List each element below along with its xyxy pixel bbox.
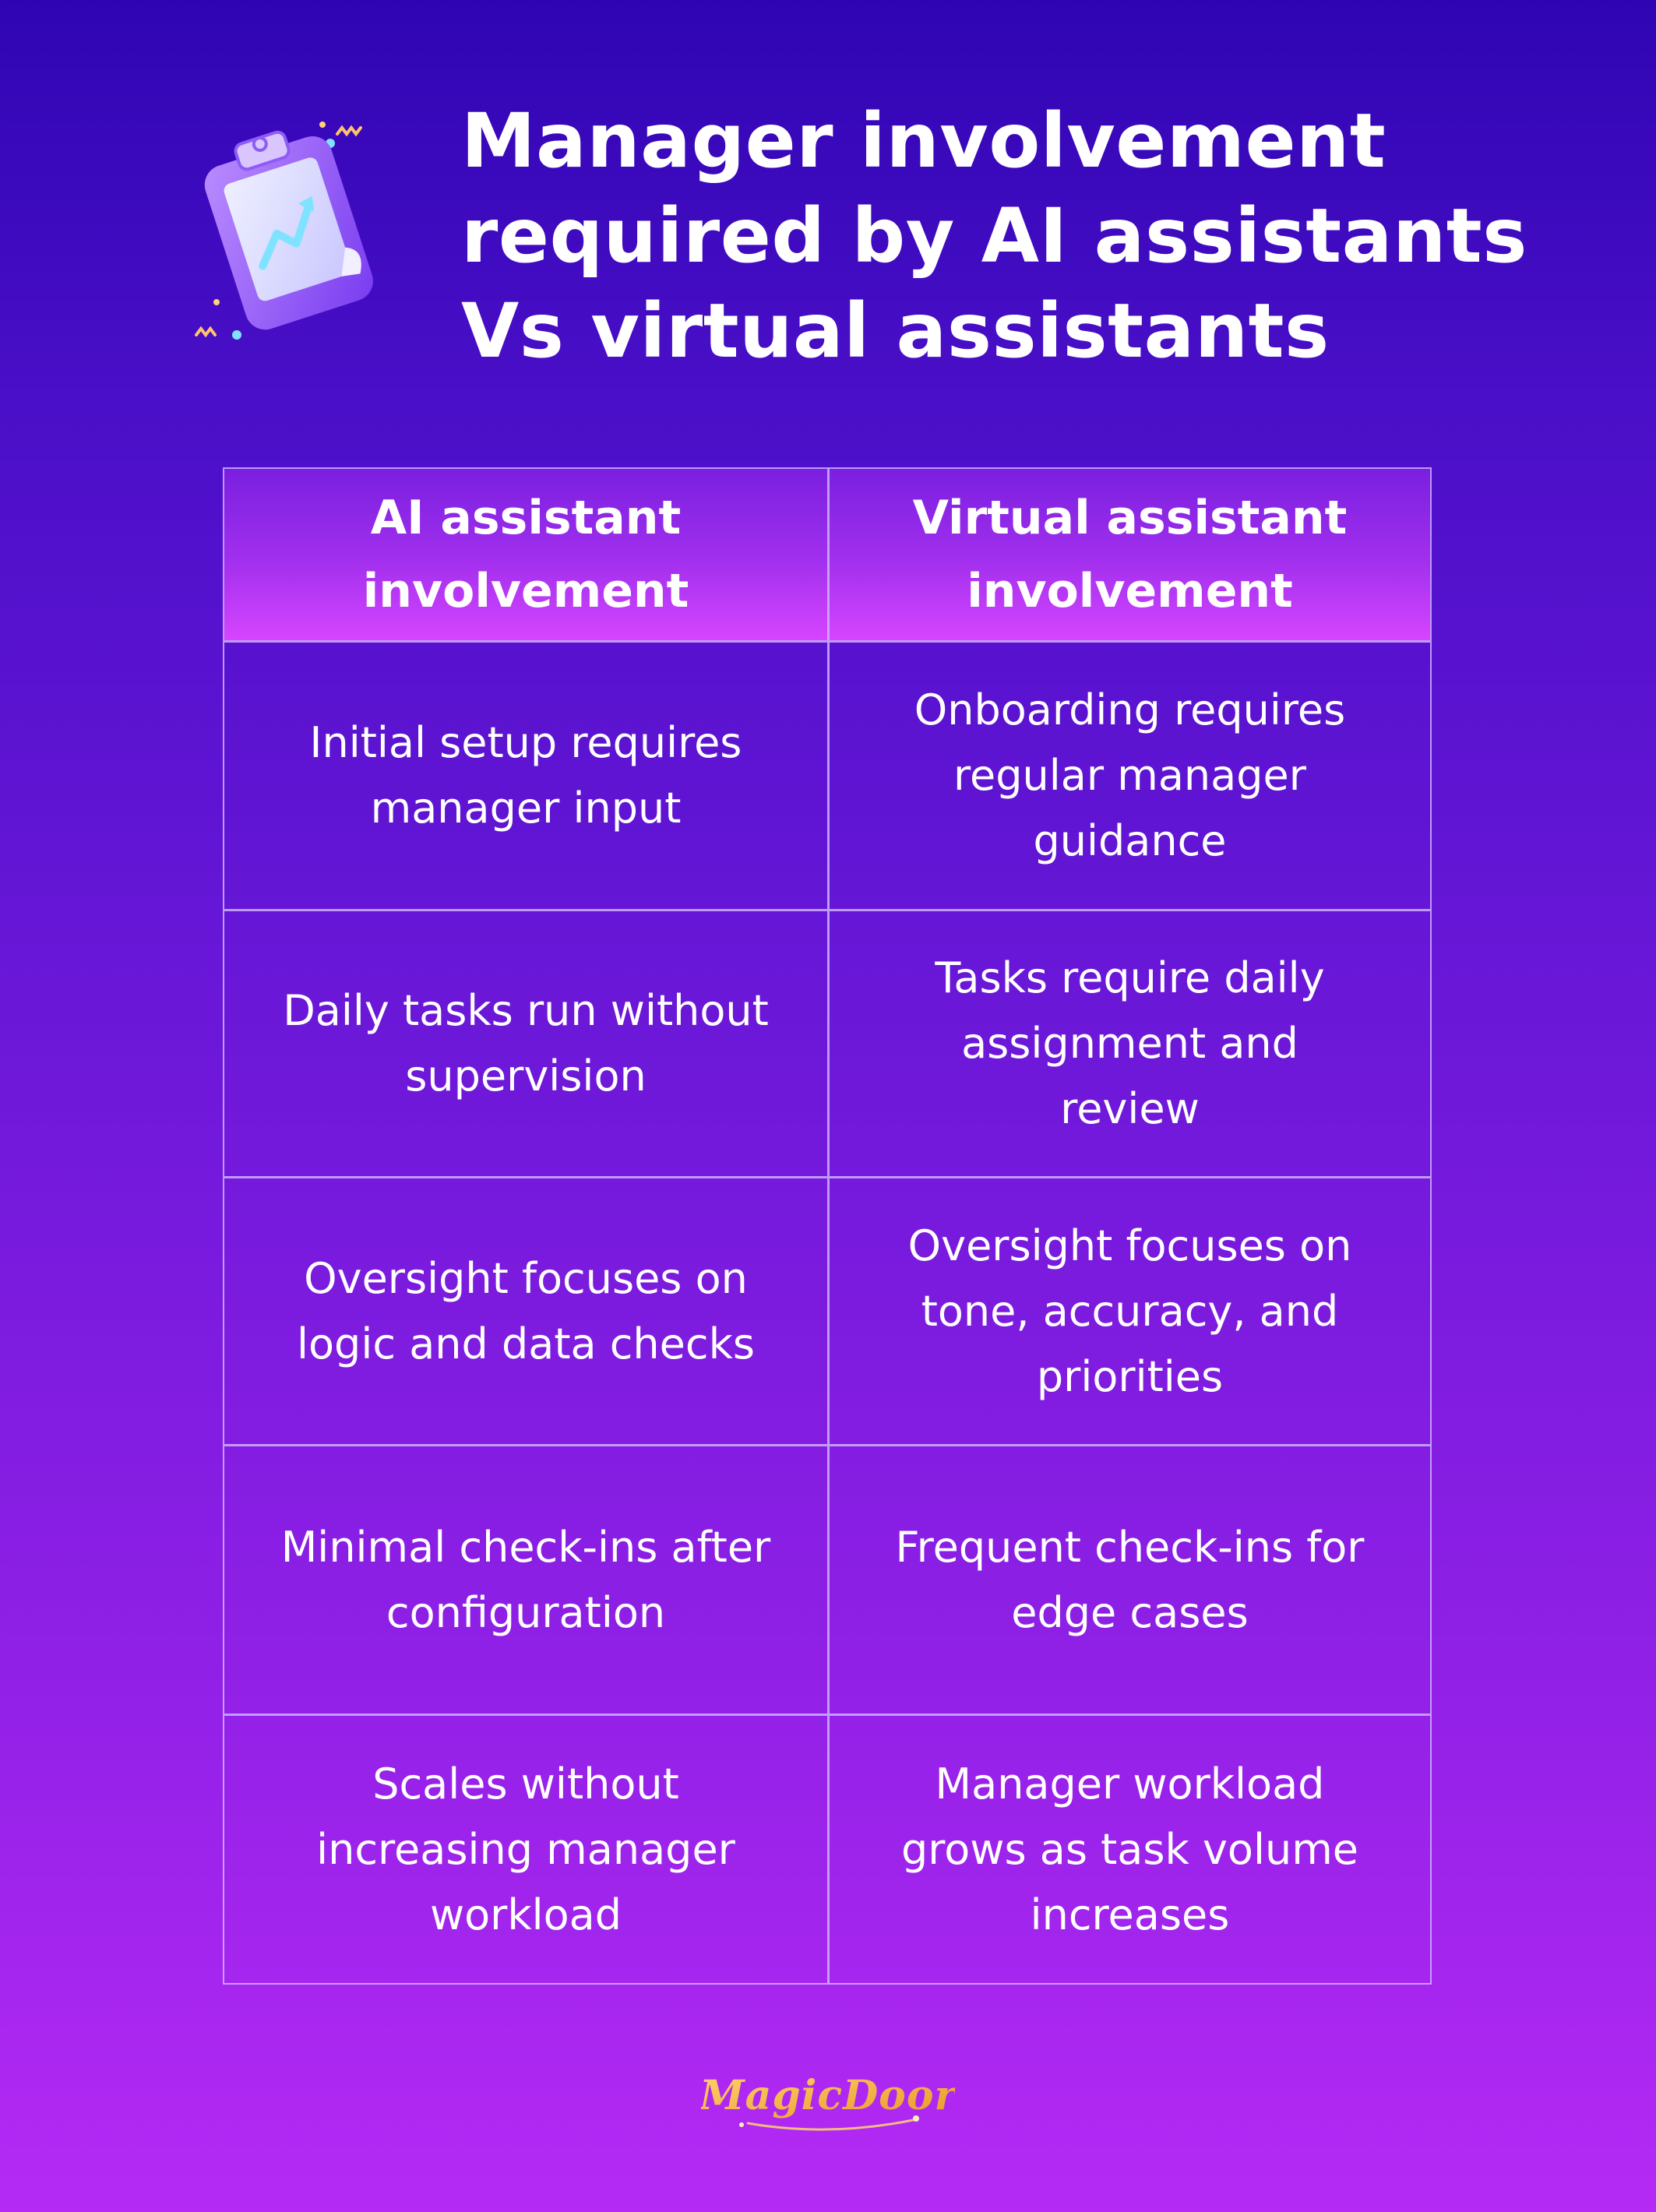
cell-text: Frequent check-ins for — [895, 1522, 1365, 1572]
cell-text: Oversight focuses on — [304, 1253, 748, 1303]
table-header-row: AI assistant involvement Virtual assista… — [224, 469, 1430, 643]
table-cell-va: Onboarding requires regular manager guid… — [827, 643, 1430, 909]
cell-text: review — [1060, 1084, 1200, 1133]
title-line: Vs virtual assistants — [461, 287, 1330, 375]
cell-text: regular manager — [953, 751, 1306, 800]
cell-text: guidance — [1033, 816, 1227, 865]
title-line: Manager involvement — [461, 97, 1386, 185]
comparison-table: AI assistant involvement Virtual assista… — [223, 467, 1432, 1985]
cell-text: workload — [429, 1890, 622, 1939]
table-row: Daily tasks run without supervision Task… — [224, 911, 1430, 1178]
table-cell-ai: Initial setup requires manager input — [224, 643, 827, 909]
table-cell-va: Oversight focuses on tone, accuracy, and… — [827, 1178, 1430, 1444]
table-cell-va: Manager workload grows as task volume in… — [827, 1716, 1430, 1983]
header-text: involvement — [362, 564, 689, 618]
cell-text: manager input — [370, 784, 682, 833]
cell-text: grows as task volume — [900, 1824, 1359, 1874]
page-title: Manager involvement required by AI assis… — [461, 93, 1527, 379]
svg-text:MagicDoor: MagicDoor — [701, 2072, 955, 2119]
cell-text: Tasks require daily — [935, 953, 1325, 1002]
table-row: Minimal check-ins after configuration Fr… — [224, 1446, 1430, 1716]
column-header-virtual-assistant: Virtual assistant involvement — [827, 469, 1430, 640]
cell-text: edge cases — [1011, 1587, 1249, 1637]
table-row: Initial setup requires manager input Onb… — [224, 643, 1430, 911]
cell-text: increasing manager — [316, 1824, 735, 1874]
cell-text: Manager workload — [935, 1759, 1325, 1809]
cell-text: logic and data checks — [297, 1319, 755, 1368]
clipboard-chart-icon — [195, 122, 373, 340]
table-cell-va: Frequent check-ins for edge cases — [827, 1446, 1430, 1714]
table-cell-ai: Scales without increasing manager worklo… — [224, 1716, 827, 1983]
header-text: Virtual assistant — [912, 491, 1348, 545]
cell-text: assignment and — [961, 1019, 1298, 1068]
cell-text: Initial setup requires — [309, 718, 742, 767]
cell-text: Scales without — [372, 1759, 679, 1809]
table-cell-ai: Oversight focuses on logic and data chec… — [224, 1178, 827, 1444]
column-header-ai-assistant: AI assistant involvement — [224, 469, 827, 640]
cell-text: supervision — [405, 1051, 647, 1101]
cell-text: increases — [1030, 1890, 1230, 1939]
cell-text: configuration — [386, 1587, 666, 1637]
table-row: Scales without increasing manager worklo… — [224, 1716, 1430, 1983]
cell-text: priorities — [1036, 1351, 1224, 1401]
table-cell-ai: Minimal check-ins after configuration — [224, 1446, 827, 1714]
header-text: involvement — [967, 564, 1293, 618]
title-line: required by AI assistants — [461, 192, 1527, 280]
cell-text: Daily tasks run without — [283, 986, 769, 1035]
cell-text: Minimal check-ins after — [280, 1522, 771, 1572]
cell-text: tone, accuracy, and — [921, 1286, 1339, 1336]
header-text: AI assistant — [370, 491, 682, 545]
cell-text: Oversight focuses on — [907, 1220, 1352, 1270]
table-cell-ai: Daily tasks run without supervision — [224, 911, 827, 1176]
cell-text: Onboarding requires — [914, 685, 1346, 734]
table-cell-va: Tasks require daily assignment and revie… — [827, 911, 1430, 1176]
table-row: Oversight focuses on logic and data chec… — [224, 1178, 1430, 1446]
magicdoor-logo: MagicDoor — [701, 2072, 955, 2131]
